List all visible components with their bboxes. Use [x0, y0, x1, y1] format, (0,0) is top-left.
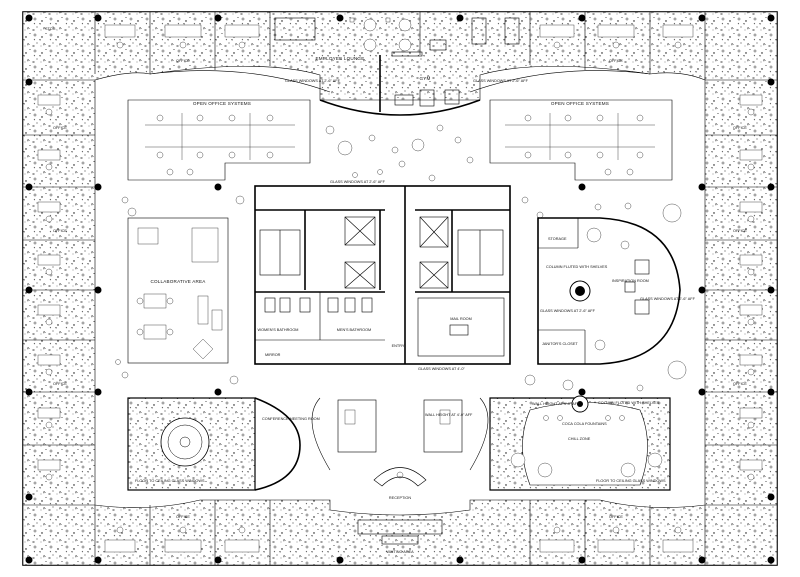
office-label: OFFICE [176, 515, 190, 519]
storage-room-label: STORAGE [548, 237, 567, 241]
inspiration-room-label: INSPIRATION ROOM [612, 279, 649, 283]
note-floor-to-ceiling-right: FLOOR TO CEILING GLASS WINDOWS [596, 479, 666, 483]
note-glass-windows-right: GLASS WINDOWS AT 2'-6" AFF [640, 297, 696, 301]
office-label: OFFICE [53, 382, 67, 386]
reception-area: RECEPTION WALL HEIGHT AT 4'-0" AFF [311, 397, 489, 500]
inspiration-room: STORAGE INSPIRATION ROOM JANITOR'S CLOSE… [537, 217, 696, 365]
note-glass-windows-inspiration: GLASS WINDOWS AT 2'-6" AFF [540, 309, 596, 313]
note-wall-height-chill: WALL HEIGHT AT 4'-0" AFF [532, 402, 580, 406]
office-desks [37, 24, 763, 553]
top-office-partitions [94, 12, 706, 565]
note-column-fluted: COLUMN FLUTED WITH SHELVES [546, 265, 608, 269]
coca-cola-fountains-label: COCA COLA FOUNTAINS [562, 422, 607, 426]
janitors-closet-label: JANITOR'S CLOSET [542, 342, 578, 346]
lounge-curved-wall [319, 99, 481, 116]
gym: GYM [379, 12, 520, 112]
office-label: OFFICE [733, 382, 747, 386]
open-office-left-label: OPEN OFFICE SYSTEMS [193, 101, 251, 106]
womens-bathroom-label: WOMEN'S BATHROOM [258, 328, 299, 332]
structural-columns [25, 14, 775, 564]
central-core: WOMEN'S BATHROOM MEN'S BATHROOM MIRROR E… [254, 180, 511, 371]
mens-bathroom-label: MEN'S BATHROOM [337, 328, 371, 332]
office-label: OFFICE [609, 515, 623, 519]
office-label: OFFICE [733, 126, 747, 130]
office-label: OFFICE [53, 126, 67, 130]
office-label: OFFICE [733, 229, 747, 233]
note-column-fluted-chill: COLUMN FLUTED WITH SHELVES [598, 401, 660, 405]
waiting-area: WAITING AREA [357, 519, 443, 554]
glass-window-top-left [149, 70, 331, 93]
open-office-left: OPEN OFFICE SYSTEMS [127, 99, 311, 181]
office-labels: OFFICE OFFICE OFFICE OFFICE OFFICE OFFIC… [45, 27, 747, 519]
office-label: OFFICE [176, 59, 190, 63]
note-glass-windows-top-right: GLASS WINDOWS AT 2'-6" AFF [473, 79, 529, 83]
entry-label: ENTRY [392, 344, 405, 348]
chill-zone-label: CHILL ZONE [568, 437, 591, 441]
note-glass-windows-core-top: GLASS WINDOWS AT 2'-6" AFF [330, 180, 386, 184]
glass-window-top-right [469, 70, 651, 93]
gym-label: GYM [419, 76, 430, 81]
open-office-right: OPEN OFFICE SYSTEMS [489, 99, 673, 181]
collaborative-area: COLLABORATIVE AREA [127, 217, 229, 364]
storage-label: STOR. [45, 27, 57, 31]
note-glass-windows-core-bottom: GLASS WINDOWS AT 4'-0" [418, 367, 466, 371]
collaborative-area-label: COLLABORATIVE AREA [150, 279, 206, 284]
employee-lounge: EMPLOYEE LOUNGE [274, 17, 412, 61]
perimeter-offices [22, 11, 778, 566]
decorative-circles [115, 124, 687, 392]
side-office-partitions [23, 79, 777, 506]
mirror-label: MIRROR [265, 353, 281, 357]
office-label: OFFICE [609, 59, 623, 63]
conference-room-label: CONFERENCE MEETING ROOM [262, 417, 320, 421]
open-office-right-label: OPEN OFFICE SYSTEMS [551, 101, 609, 106]
office-label: OFFICE [53, 229, 67, 233]
note-glass-windows-top-left: GLASS WINDOWS AT 2'-6" AFF [285, 79, 341, 83]
note-floor-to-ceiling-left: FLOOR TO CEILING GLASS WINDOWS [135, 479, 205, 483]
chill-zone: COCA COLA FOUNTAINS CHILL ZONE WALL HEIG… [489, 395, 671, 491]
employee-lounge-label: EMPLOYEE LOUNGE [316, 56, 365, 61]
reception-label: RECEPTION [389, 496, 411, 500]
note-wall-height-reception: WALL HEIGHT AT 4'-0" AFF [425, 413, 473, 417]
conference-room: CONFERENCE MEETING ROOM FLOOR TO CEILING… [127, 397, 320, 491]
waiting-area-label: WAITING AREA [386, 550, 414, 554]
mail-room-label: MAIL ROOM [450, 317, 472, 321]
